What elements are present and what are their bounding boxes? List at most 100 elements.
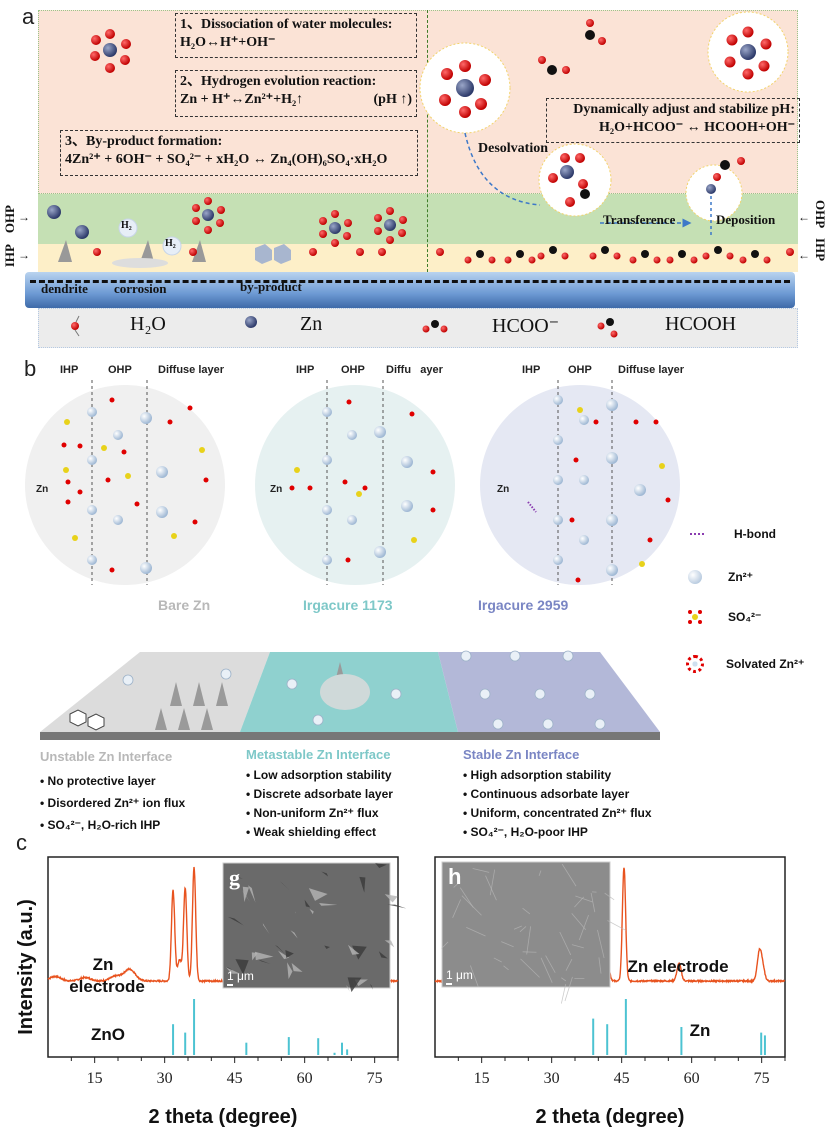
edl-circle-bare <box>25 385 225 585</box>
desolvation-shell <box>419 42 511 134</box>
sem-texture <box>545 955 556 973</box>
col2-zn-label: Zn <box>270 484 283 495</box>
legend-label: SO₄²⁻ <box>728 610 762 624</box>
sem-texture <box>607 920 627 931</box>
sem-texture <box>519 926 527 933</box>
byproduct-equation: 4Zn²⁺ + 6OH⁻ + SO₄²⁻ + xH₂O ↔ Zn₄(OH)₆SO… <box>65 152 388 167</box>
x-tick-label: 60 <box>684 1070 700 1087</box>
x-tick-label: 45 <box>227 1070 243 1087</box>
y-axis-label: Intensity (a.u.) <box>15 899 37 1035</box>
unstable-interface-title: Unstable Zn Interface <box>40 749 173 764</box>
ph-title: Dynamically adjust and stabilize pH: <box>573 102 795 117</box>
solvated-zn-icon <box>707 11 789 93</box>
sem-texture <box>254 951 274 961</box>
dendrite-label: dendrite <box>41 281 88 296</box>
stable-interface-title: Stable Zn Interface <box>463 747 580 762</box>
bullet-item: Low adsorption stability <box>246 766 393 785</box>
col1-header-ihp: IHP <box>60 364 79 376</box>
sem-texture <box>522 907 531 915</box>
bare-zn-surface <box>40 652 270 732</box>
dissociation-equation: H₂O↔H⁺+OH⁻ <box>180 35 276 50</box>
bullet-item: Uniform, concentrated Zn²⁺ flux <box>463 804 652 823</box>
sem-texture <box>571 913 587 931</box>
sem-texture <box>352 945 367 960</box>
her-ph-note: (pH ↑) <box>373 92 413 107</box>
ph-equation: H₂O+HCOO⁻ ↔ HCOOH+OH⁻ <box>599 120 795 135</box>
zn-ion-icon <box>688 570 702 584</box>
bullet-item: Non-uniform Zn²⁺ flux <box>246 804 393 823</box>
sem-texture <box>319 902 338 906</box>
sem-texture <box>540 957 553 983</box>
panel-a-letter: a <box>22 4 35 29</box>
bullet-item: No protective layer <box>40 770 185 792</box>
sem-texture <box>560 984 567 1004</box>
sem-texture <box>574 896 585 908</box>
legend-hcooh-label: HCOOH <box>665 313 737 335</box>
bullet-item: SO₄²⁻, H₂O-rich IHP <box>40 814 185 836</box>
formate-icon <box>538 56 570 75</box>
col2-header-ohp: OHP <box>341 364 365 376</box>
sem-texture <box>461 895 482 916</box>
sem-texture <box>384 940 395 948</box>
legend-sulfate: SO₄²⁻ <box>688 610 761 624</box>
sem-texture <box>290 930 298 939</box>
sem-texture <box>452 899 462 918</box>
byproduct-label: by-product <box>240 279 302 294</box>
sem-texture <box>384 894 398 903</box>
ohp-text: OHP <box>2 205 17 234</box>
sem-texture <box>538 870 542 877</box>
sem-texture <box>226 967 240 974</box>
dissociation-title: 1、Dissociation of water molecules: <box>180 17 393 32</box>
bullet-item: High adsorption stability <box>463 766 652 785</box>
species-legend <box>38 308 798 348</box>
formic-acid-icon <box>713 157 745 181</box>
col2-header-diffuse: Diffu ayer <box>386 364 443 376</box>
her-box: 2、Hydrogen evolution reaction: Zn + H⁺↔Z… <box>175 70 417 117</box>
surface-charge-line <box>30 280 790 283</box>
x-axis-label: 2 theta (degree) <box>536 1106 685 1128</box>
electrode-platform <box>40 650 660 740</box>
zn-atom-icon <box>47 205 61 219</box>
metastable-bullets: Low adsorption stability Discrete adsorb… <box>246 766 393 842</box>
sem-texture <box>526 926 532 955</box>
bulk-electrolyte-region <box>38 10 798 194</box>
ihp-label-left: IHP <box>2 244 18 267</box>
x-tick-label: 75 <box>754 1070 770 1087</box>
sem-texture <box>324 945 330 950</box>
sem-texture <box>489 869 496 896</box>
h2-label: H₂ <box>165 238 176 249</box>
sem-texture <box>565 958 573 971</box>
h2-label: H₂ <box>121 220 132 231</box>
col1-zn-label: Zn <box>36 484 49 495</box>
sem-texture <box>575 895 593 903</box>
sem-texture <box>466 927 486 937</box>
irgacure-2959-surface <box>438 652 660 732</box>
legend-h-bond: H-bond <box>690 527 776 541</box>
sem-texture <box>347 977 362 993</box>
x-tick-label: 30 <box>544 1070 560 1087</box>
col3-header-diffuse: Diffuse layer <box>618 364 685 376</box>
solvated-zn-icon <box>686 655 704 673</box>
sem-texture <box>604 892 615 901</box>
sem-texture <box>564 976 573 1002</box>
her-title: 2、Hydrogen evolution reaction: <box>180 74 377 89</box>
ohp-label-left: OHP <box>2 205 18 233</box>
legend-label: H-bond <box>734 527 776 541</box>
desolvation-label: Desolvation <box>478 141 548 156</box>
desolvation-arrow <box>464 132 541 206</box>
sem-texture <box>387 904 407 909</box>
sem-texture <box>347 944 360 955</box>
sem-texture <box>472 868 490 873</box>
sem-inset: h1 μm <box>441 861 627 1004</box>
sem-texture <box>375 863 387 868</box>
panel-a-diagram <box>25 10 798 350</box>
x-tick-label: 30 <box>157 1070 173 1087</box>
x-tick-label: 45 <box>614 1070 630 1087</box>
ohp-label-right: OHP <box>812 200 828 228</box>
legend-zn-label: Zn <box>300 313 323 335</box>
unstable-bullets: No protective layer Disordered Zn²⁺ ion … <box>40 770 186 836</box>
sem-texture <box>503 965 509 971</box>
series-annotation: Zn electrode <box>627 957 728 976</box>
zn-atom-icon <box>245 316 257 328</box>
divider-line <box>427 10 428 272</box>
